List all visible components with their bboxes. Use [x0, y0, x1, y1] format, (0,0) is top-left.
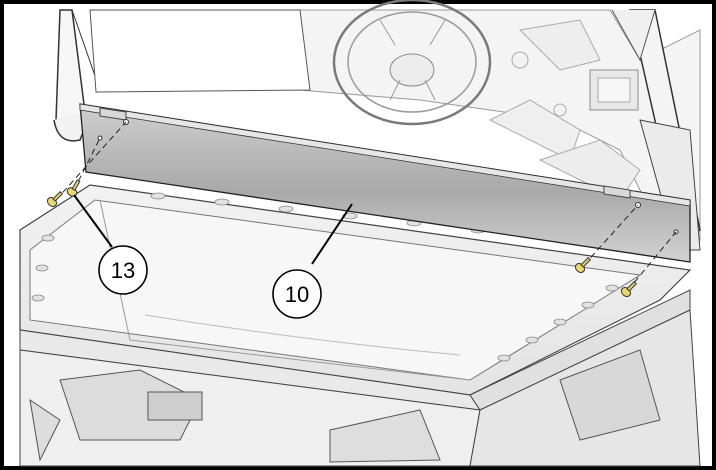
- callout-label-10: 10: [285, 282, 309, 307]
- callout-13: 13: [98, 245, 148, 295]
- callout-circle: [272, 269, 322, 319]
- leader-lines: [73, 194, 353, 265]
- steering-wheel: [332, 0, 492, 126]
- vehicle-body: [19, 0, 701, 467]
- callout-10: 10: [272, 269, 322, 319]
- callout-label-13: 13: [111, 258, 135, 283]
- callout-circle: [98, 245, 148, 295]
- fastener-guides: [55, 121, 677, 291]
- rear-panel: [79, 103, 691, 263]
- screws: [46, 179, 637, 298]
